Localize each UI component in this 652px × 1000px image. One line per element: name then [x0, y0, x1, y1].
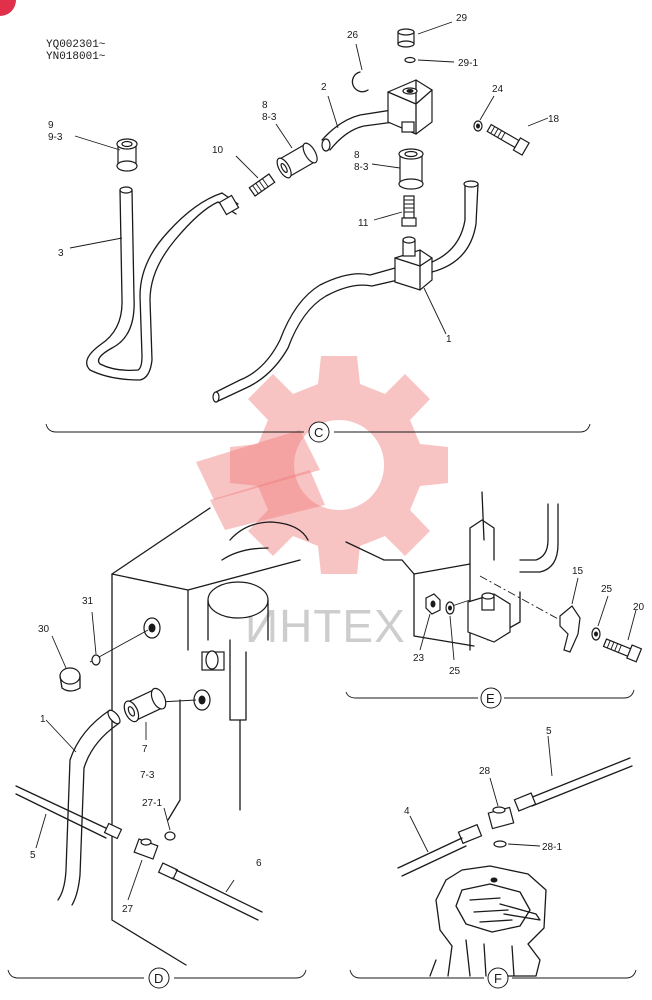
callout-8-lower: 8: [354, 150, 360, 161]
callout-27-1: 27-1: [142, 798, 162, 809]
callout-28: 28: [479, 766, 491, 777]
callout-20: 20: [633, 602, 645, 613]
section-e-label: E: [486, 691, 495, 706]
watermark-gear-logo: [196, 356, 448, 574]
callout-30: 30: [38, 624, 50, 635]
callout-3: 3: [58, 248, 64, 259]
callout-5-d: 5: [30, 850, 36, 861]
section-c-drawing: [69, 21, 549, 403]
serial-number-2: YN018001~: [46, 51, 106, 63]
callout-7-3: 7-3: [140, 770, 155, 781]
section-c-label: C: [314, 425, 323, 440]
callout-1-d: 1: [40, 714, 46, 725]
callout-8-3-upper: 8-3: [262, 112, 277, 123]
callout-25-left: 25: [449, 666, 461, 677]
callout-11: 11: [358, 218, 369, 229]
section-f-bracket: [349, 969, 637, 979]
callout-28-1: 28-1: [542, 842, 562, 853]
callout-26: 26: [347, 30, 359, 41]
watermark-text: ИНТЕХ: [245, 600, 406, 652]
callout-1: 1: [446, 334, 452, 345]
section-f-drawing: [397, 735, 633, 977]
section-f-label: F: [494, 971, 502, 986]
callout-9-3: 9-3: [48, 132, 63, 143]
callout-10: 10: [212, 145, 224, 156]
section-e-marker: [480, 687, 502, 709]
callout-6: 6: [256, 858, 262, 869]
callout-23: 23: [413, 653, 425, 664]
section-d-label: D: [154, 971, 163, 986]
callout-29: 29: [456, 13, 468, 24]
callout-24: 24: [492, 84, 504, 95]
corner-marker: [0, 0, 16, 16]
section-e-bracket: [345, 689, 635, 699]
section-c-marker: [308, 421, 330, 443]
callout-29-1: 29-1: [458, 58, 478, 69]
section-d-drawing: [15, 507, 309, 966]
callout-8-3-lower: 8-3: [354, 162, 369, 173]
callout-7: 7: [142, 744, 148, 755]
callout-5-f: 5: [546, 726, 552, 737]
callout-18: 18: [548, 114, 560, 125]
callout-2: 2: [321, 82, 327, 93]
callout-8-upper: 8: [262, 100, 268, 111]
section-e-drawing: [345, 491, 643, 663]
callout-4: 4: [404, 806, 410, 817]
callout-27: 27: [122, 904, 134, 915]
section-f-marker: [487, 967, 509, 989]
section-d-marker: [148, 967, 170, 989]
section-d-bracket: [7, 969, 307, 979]
callout-25-right: 25: [601, 584, 613, 595]
callout-9: 9: [48, 120, 54, 131]
callout-15: 15: [572, 566, 584, 577]
callout-31: 31: [82, 596, 94, 607]
serial-number-1: YQ002301~: [46, 39, 106, 51]
section-c-bracket: [45, 423, 591, 433]
